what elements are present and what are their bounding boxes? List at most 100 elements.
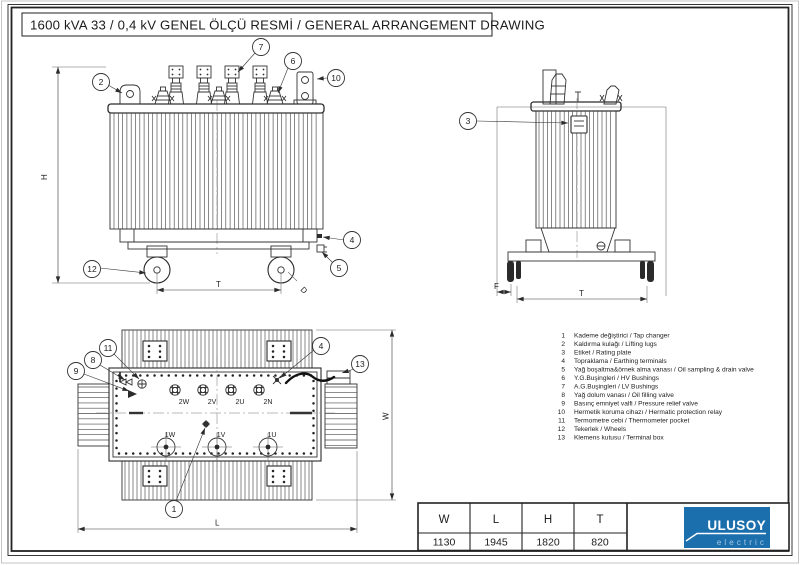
logo-background bbox=[684, 507, 770, 548]
parts-list-no: 3 bbox=[561, 350, 565, 357]
parts-list-no: 6 bbox=[561, 375, 565, 382]
logo-swoosh bbox=[685, 532, 766, 542]
balloon-4-top: 4 bbox=[312, 337, 330, 355]
parts-list-label: Klemens kutusu / Terminal box bbox=[574, 435, 664, 442]
svg-text:12: 12 bbox=[87, 264, 97, 274]
svg-text:1: 1 bbox=[172, 504, 177, 514]
balloon-11: 11 bbox=[99, 339, 117, 357]
parts-list-label: Topraklama / Earthing terminals bbox=[574, 358, 667, 365]
balloon-4-front: 4 bbox=[343, 231, 361, 249]
terminal-label-1v: 1V bbox=[217, 432, 226, 439]
terminal-label-2u: 2U bbox=[236, 399, 245, 406]
terminal-label-2v: 2V bbox=[208, 399, 217, 406]
svg-text:6: 6 bbox=[291, 56, 296, 66]
parts-list-no: 12 bbox=[558, 426, 566, 433]
parts-list-label: Tekerlek / Wheels bbox=[574, 426, 627, 433]
parts-list-label: Etiket / Rating plate bbox=[574, 350, 632, 357]
parts-list-no: 8 bbox=[561, 392, 565, 399]
balloon-9: 9 bbox=[67, 362, 85, 380]
svg-text:4: 4 bbox=[350, 235, 355, 245]
parts-list-no: 13 bbox=[558, 435, 566, 442]
front-lv-bushings bbox=[167, 65, 269, 105]
front-dimensions: H T D bbox=[40, 66, 310, 296]
table-header-l: L bbox=[493, 514, 500, 526]
dim-label-T-front: T bbox=[216, 280, 221, 289]
parts-list-label: Basınç emniyet valfi / Pressure relief v… bbox=[574, 401, 698, 408]
svg-text:7: 7 bbox=[259, 42, 264, 52]
balloon-5: 5 bbox=[330, 259, 348, 277]
dim-label-D: D bbox=[299, 285, 310, 296]
top-fins-east bbox=[325, 386, 357, 446]
top-lv-bushings: 2W 2V 2U 2N bbox=[169, 384, 273, 406]
parts-list-label: Termometre cebi / Thermometer pocket bbox=[574, 418, 689, 425]
dim-label-W: W bbox=[382, 412, 391, 420]
balloon-10: 10 bbox=[327, 69, 345, 87]
top-hv-bushings: 1W 1V 1U bbox=[151, 432, 283, 461]
parts-list-label: Hermetik koruma cihazı / Hermatic protec… bbox=[574, 409, 723, 416]
front-relay bbox=[293, 71, 317, 105]
parts-list-label: Kademe değiştirici / Tap changer bbox=[574, 333, 670, 340]
svg-text:10: 10 bbox=[331, 73, 341, 83]
parts-list-label: Yağ boşaltma&örnek alma vanası / Oil sam… bbox=[574, 367, 754, 374]
parts-list-no: 9 bbox=[561, 401, 565, 408]
table-value-w: 1130 bbox=[433, 537, 456, 549]
terminal-label-2w: 2W bbox=[179, 399, 190, 406]
parts-list-no: 10 bbox=[558, 409, 566, 416]
dim-label-L: L bbox=[215, 519, 220, 528]
svg-text:8: 8 bbox=[91, 355, 96, 365]
svg-text:2: 2 bbox=[99, 77, 104, 87]
parts-list-label: Yağ dolum vanası / Oil filling valve bbox=[574, 392, 674, 399]
table-header-h: H bbox=[544, 514, 552, 526]
top-view: 2W 2V 2U 2N 1W 1V 1U bbox=[77, 329, 396, 533]
svg-text:13: 13 bbox=[355, 359, 365, 369]
balloon-callouts: 2 7 6 10 4 5 12 3 11 8 9 4 13 1 bbox=[67, 38, 569, 518]
table-header-w: W bbox=[439, 514, 450, 526]
svg-text:5: 5 bbox=[337, 263, 342, 273]
balloon-6: 6 bbox=[284, 52, 302, 70]
side-fins bbox=[538, 111, 611, 228]
svg-text:9: 9 bbox=[74, 366, 79, 376]
parts-list-no: 1 bbox=[561, 333, 565, 340]
svg-text:4: 4 bbox=[319, 341, 324, 351]
balloon-2: 2 bbox=[92, 73, 110, 91]
table-header-t: T bbox=[596, 514, 603, 526]
parts-list: 1 Kademe değiştirici / Tap changer 2 Kaldı… bbox=[558, 333, 755, 442]
parts-list-no: 7 bbox=[561, 384, 565, 391]
company-logo: ULUSOY electric bbox=[684, 507, 770, 548]
title-block: 1600 kVA 33 / 0,4 kV GENEL ÖLÇÜ RESMİ / … bbox=[21, 12, 545, 37]
parts-list-label: Kaldırma kulağı / Lifting lugs bbox=[574, 341, 658, 348]
front-wheel-right bbox=[267, 245, 295, 284]
balloon-7: 7 bbox=[252, 38, 270, 56]
terminal-label-2n: 2N bbox=[264, 399, 273, 406]
front-fins bbox=[113, 113, 317, 229]
parts-list-no: 4 bbox=[561, 358, 565, 365]
terminal-label-1w: 1W bbox=[165, 432, 176, 439]
terminal-label-1u: 1U bbox=[268, 432, 277, 439]
parts-list-no: 2 bbox=[561, 341, 565, 348]
dim-label-F: F bbox=[494, 282, 499, 291]
front-hv-bushings bbox=[151, 86, 287, 105]
table-value-t: 820 bbox=[591, 537, 609, 549]
dim-label-T-side: T bbox=[579, 289, 584, 298]
balloon-13: 13 bbox=[351, 355, 369, 373]
svg-text:11: 11 bbox=[104, 343, 113, 353]
page-title: 1600 kVA 33 / 0,4 kV GENEL ÖLÇÜ RESMİ / … bbox=[30, 18, 545, 33]
balloon-3: 3 bbox=[459, 112, 477, 130]
side-view: F T bbox=[494, 69, 667, 303]
dim-label-H: H bbox=[40, 174, 49, 180]
table-value-h: 1820 bbox=[536, 537, 560, 549]
svg-text:3: 3 bbox=[466, 116, 471, 126]
logo-sub: electric bbox=[717, 538, 767, 547]
parts-list-label: Y.G.Buşingleri / HV Bushings bbox=[574, 375, 660, 382]
balloon-1: 1 bbox=[165, 500, 183, 518]
top-fins-west bbox=[78, 386, 109, 441]
parts-list-no: 11 bbox=[558, 418, 565, 425]
balloon-12: 12 bbox=[83, 260, 101, 278]
balloon-8: 8 bbox=[84, 351, 102, 369]
parts-list-label: A.G.Buşingleri / LV Bushings bbox=[574, 384, 659, 391]
parts-list-no: 5 bbox=[561, 367, 565, 374]
logo-brand: ULUSOY bbox=[707, 518, 766, 533]
